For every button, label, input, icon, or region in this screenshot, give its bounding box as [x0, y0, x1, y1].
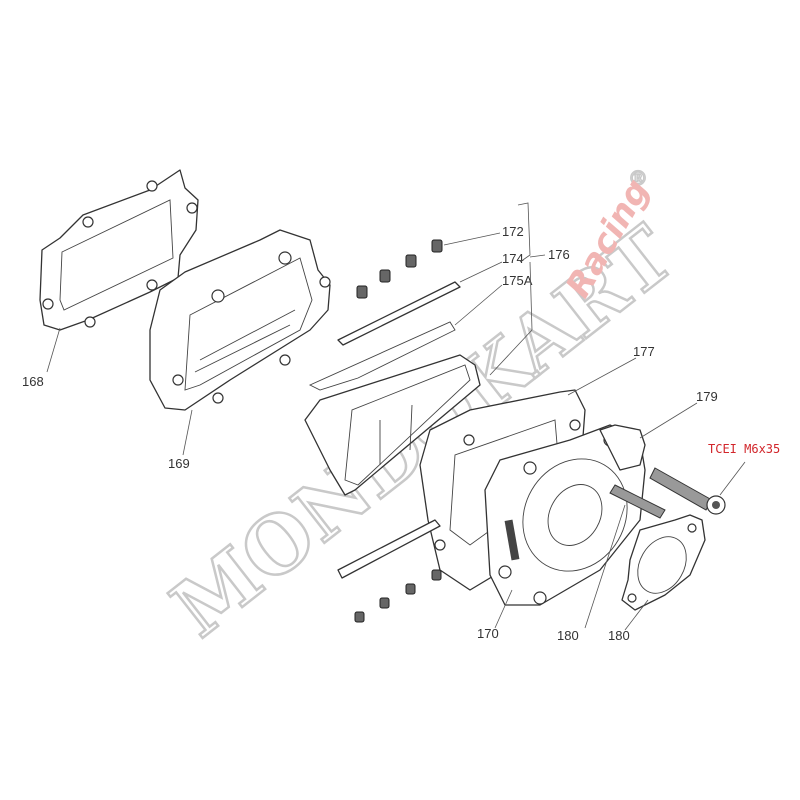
label-176: 177 [633, 344, 655, 359]
part-180-gasket [621, 514, 706, 611]
label-170: 170 [477, 626, 499, 641]
part-171-screws [356, 239, 443, 299]
part-bolt-tcei [649, 467, 726, 515]
part-177-flange [599, 424, 646, 471]
watermark-registered: ® [628, 166, 648, 190]
label-175A: 176 [548, 247, 570, 262]
part-174-reed-petal [308, 321, 456, 391]
label-177: 179 [696, 389, 718, 404]
label-168: 168 [22, 374, 44, 389]
label-180: 180 [608, 628, 630, 643]
part-179-stud [609, 484, 666, 519]
part-reed-cage [304, 354, 481, 496]
part-169-spacer [149, 229, 331, 411]
label-172: 174 [502, 251, 524, 266]
part-lower-screws [337, 519, 442, 623]
part-168-gasket [39, 169, 199, 331]
part-172-petal-stop [337, 281, 461, 346]
label-169: 169 [168, 456, 190, 471]
label-174: 175A [502, 273, 533, 288]
label-171: 172 [502, 224, 524, 239]
part-170-manifold [484, 424, 646, 606]
label-179: 180 [557, 628, 579, 643]
annotation-tcei: TCEI M6x35 [708, 442, 780, 456]
